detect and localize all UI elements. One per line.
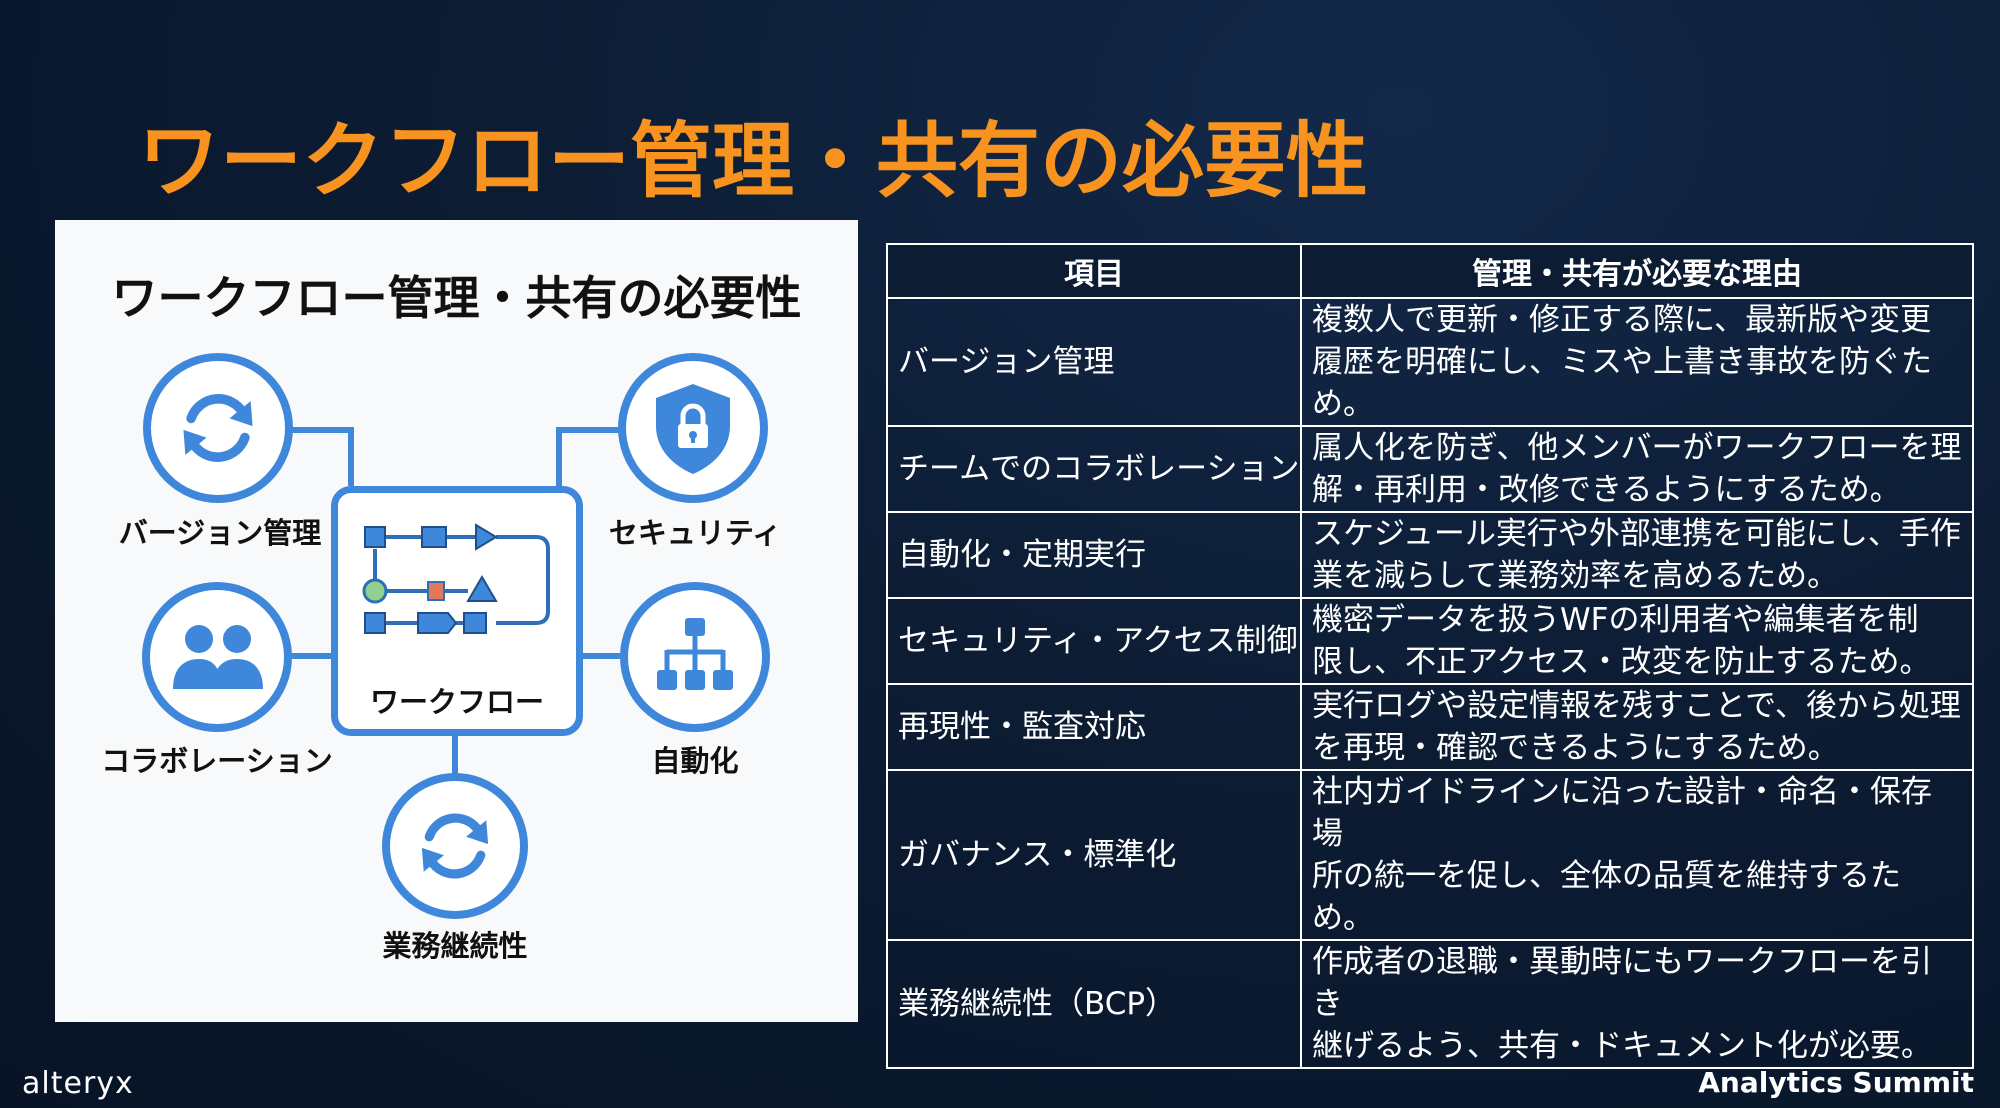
table-row: バージョン管理 複数人で更新・修正する際に、最新版や変更履歴を明確にし、ミスや上… [886, 297, 1974, 427]
workflow-hub-label: ワークフロー [369, 685, 544, 719]
workflow-hub: ワークフロー [331, 486, 583, 736]
reason-line: 履歴を明確にし、ミスや上書き事故を防ぐため。 [1312, 344, 1932, 422]
version-control-node [143, 353, 293, 503]
shield-lock-icon [656, 384, 730, 474]
refresh-icon [421, 813, 489, 879]
collaboration-label: コラボレーション [101, 744, 333, 778]
reasons-table: 項目 管理・共有が必要な理由 バージョン管理 複数人で更新・修正する際に、最新版… [886, 243, 1974, 1069]
table-row: チームでのコラボレーション 属人化を防ぎ、他メンバーがワークフローを理解・再利用… [886, 425, 1974, 513]
row-reason: 実行ログや設定情報を残すことで、後から処理を再現・確認できるようにするため。 [1300, 683, 1974, 771]
table-header-row: 項目 管理・共有が必要な理由 [886, 243, 1974, 299]
refresh-icon [183, 394, 253, 462]
slide-title: ワークフロー管理・共有の必要性 [138, 114, 1369, 209]
row-item: 業務継続性（BCP） [886, 939, 1302, 1069]
row-reason: 複数人で更新・修正する際に、最新版や変更履歴を明確にし、ミスや上書き事故を防ぐた… [1300, 297, 1974, 427]
business-continuity-label: 業務継続性 [382, 929, 528, 963]
users-icon [173, 625, 263, 689]
table-row: 自動化・定期実行 スケジュール実行や外部連携を可能にし、手作業を減らして業務効率… [886, 511, 1974, 599]
table-row: ガバナンス・標準化 社内ガイドラインに沿った設計・命名・保存場所の統一を促し、全… [886, 769, 1974, 941]
reason-line: 継げるよう、共有・ドキュメント化が必要。 [1312, 1028, 1932, 1064]
reason-line: 業を減らして業務効率を高めるため。 [1312, 558, 1839, 594]
row-item: 再現性・監査対応 [886, 683, 1302, 771]
column-header-item: 項目 [886, 243, 1302, 299]
table-row: 再現性・監査対応 実行ログや設定情報を残すことで、後から処理を再現・確認できるよ… [886, 683, 1974, 771]
row-item: ガバナンス・標準化 [886, 769, 1302, 941]
automation-label: 自動化 [651, 744, 739, 778]
diagram-title: ワークフロー管理・共有の必要性 [111, 271, 802, 325]
reason-line: 作成者の退職・異動時にもワークフローを引き [1312, 944, 1932, 1022]
reason-line: スケジュール実行や外部連携を可能にし、手作 [1312, 516, 1961, 552]
row-reason: 属人化を防ぎ、他メンバーがワークフローを理解・再利用・改修できるようにするため。 [1300, 425, 1974, 513]
reason-line: 実行ログや設定情報を残すことで、後から処理 [1312, 688, 1961, 724]
row-reason: 社内ガイドラインに沿った設計・命名・保存場所の統一を促し、全体の品質を維持するた… [1300, 769, 1974, 941]
security-node [618, 353, 768, 503]
reason-line: 限し、不正アクセス・改変を防止するため。 [1312, 644, 1931, 680]
reason-line: 解・再利用・改修できるようにするため。 [1312, 472, 1901, 508]
row-item: バージョン管理 [886, 297, 1302, 427]
business-continuity-node [382, 773, 528, 919]
row-reason: スケジュール実行や外部連携を可能にし、手作業を減らして業務効率を高めるため。 [1300, 511, 1974, 599]
row-reason: 機密データを扱うWFの利用者や編集者を制限し、不正アクセス・改変を防止するため。 [1300, 597, 1974, 685]
hierarchy-icon [657, 618, 733, 690]
event-name: Analytics Summit [1698, 1066, 1974, 1099]
row-reason: 作成者の退職・異動時にもワークフローを引き継げるよう、共有・ドキュメント化が必要… [1300, 939, 1974, 1069]
security-label: セキュリティ [608, 516, 782, 550]
reason-line: 複数人で更新・修正する際に、最新版や変更 [1312, 302, 1932, 338]
row-item: セキュリティ・アクセス制御 [886, 597, 1302, 685]
table-row: セキュリティ・アクセス制御 機密データを扱うWFの利用者や編集者を制限し、不正ア… [886, 597, 1974, 685]
reason-line: を再現・確認できるようにするため。 [1312, 730, 1839, 766]
version-control-label: バージョン管理 [118, 516, 322, 550]
reason-line: 属人化を防ぎ、他メンバーがワークフローを理 [1312, 430, 1962, 466]
table-row: 業務継続性（BCP） 作成者の退職・異動時にもワークフローを引き継げるよう、共有… [886, 939, 1974, 1069]
reason-line: 所の統一を促し、全体の品質を維持するため。 [1312, 858, 1901, 936]
diagram-panel: ワークフロー管理・共有の必要性 バージョン管理 セキュリティ [55, 220, 858, 1022]
connector-lines [273, 427, 620, 775]
brand-logo-text: alteryx [22, 1066, 134, 1101]
automation-node [620, 582, 770, 732]
row-item: チームでのコラボレーション [886, 425, 1302, 513]
workflow-diagram-icon [362, 523, 550, 634]
column-header-reason: 管理・共有が必要な理由 [1300, 243, 1974, 299]
reason-line: 機密データを扱うWFの利用者や編集者を制 [1312, 602, 1919, 638]
collaboration-node [142, 582, 292, 732]
reason-line: 社内ガイドラインに沿った設計・命名・保存場 [1312, 774, 1932, 852]
row-item: 自動化・定期実行 [886, 511, 1302, 599]
